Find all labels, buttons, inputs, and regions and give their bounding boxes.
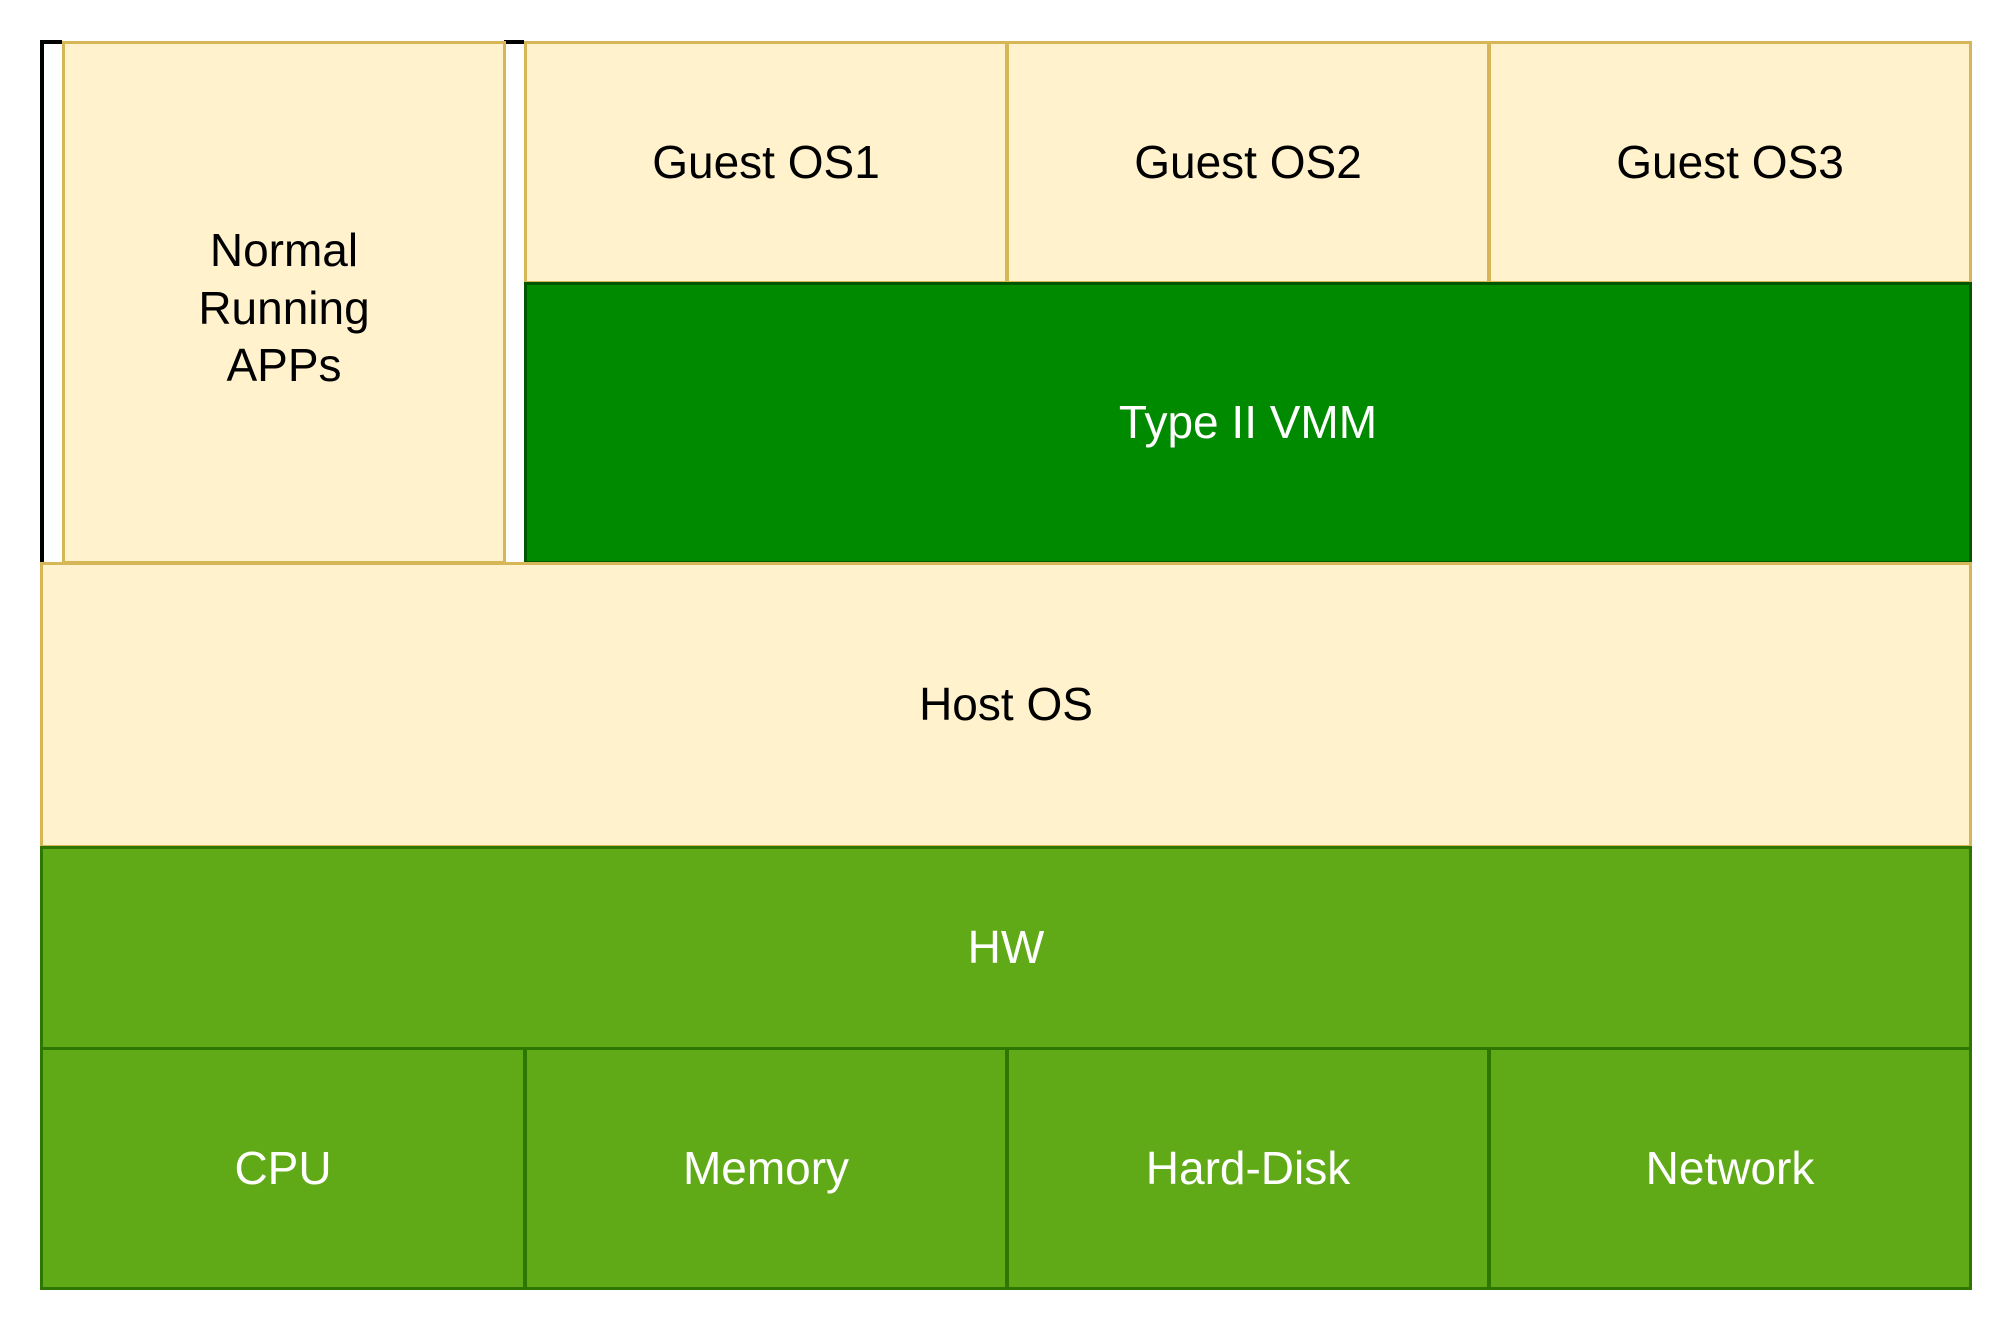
cpu-box: CPU: [40, 1047, 526, 1290]
guest-os3-box: Guest OS3: [1488, 41, 1972, 284]
guest-os2-box: Guest OS2: [1006, 41, 1490, 284]
normal-running-apps-box: Normal Running APPs: [62, 41, 506, 564]
host-os-box: Host OS: [40, 562, 1972, 848]
guest-os1-box: Guest OS1: [524, 41, 1008, 284]
apps-bracket-left: [40, 40, 62, 565]
hw-box: HW: [40, 846, 1972, 1050]
hard-disk-box: Hard-Disk: [1006, 1047, 1490, 1290]
network-box: Network: [1488, 1047, 1972, 1290]
memory-box: Memory: [524, 1047, 1008, 1290]
apps-bracket-right: [504, 40, 524, 46]
type-ii-vmm-box: Type II VMM: [524, 282, 1972, 564]
